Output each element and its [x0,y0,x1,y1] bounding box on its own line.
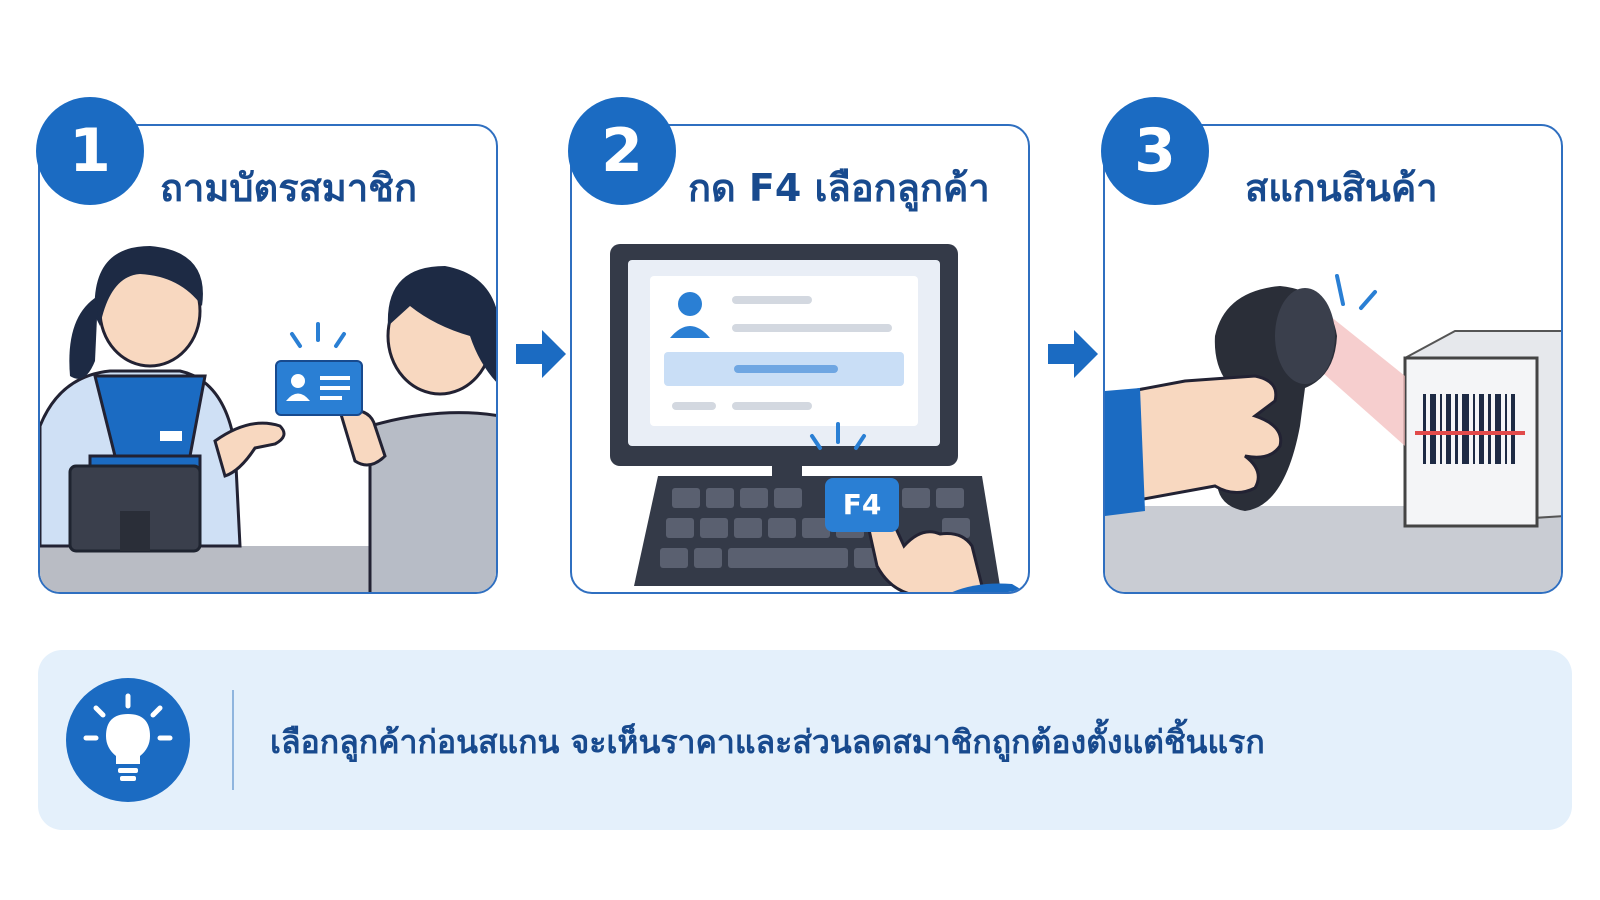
f4-key: F4 [825,478,899,532]
step-3-badge: 3 [1101,97,1209,205]
step-2-badge: 2 [568,97,676,205]
arrow-right-icon [1048,330,1098,378]
lightbulb-icon [66,678,190,802]
step-1-badge: 1 [36,97,144,205]
cashier-customer-illustration [40,246,496,592]
step-2-title: กด F4 เลือกลูกค้า [688,166,990,210]
step-2-panel [570,124,1030,594]
step-3-panel [1103,124,1563,594]
tip-text: เลือกลูกค้าก่อนสแกน จะเห็นราคาและส่วนลดส… [270,723,1265,761]
step-1-title: ถามบัตรสมาชิก [160,166,417,210]
tip-box [38,650,1572,830]
step-1-panel [38,124,498,594]
computer-keyboard-illustration [610,244,1026,592]
tip-divider [232,690,234,790]
barcode-scanner-illustration [1105,274,1561,592]
step-3-title: สแกนสินค้า [1245,166,1438,210]
arrow-right-icon [516,330,566,378]
